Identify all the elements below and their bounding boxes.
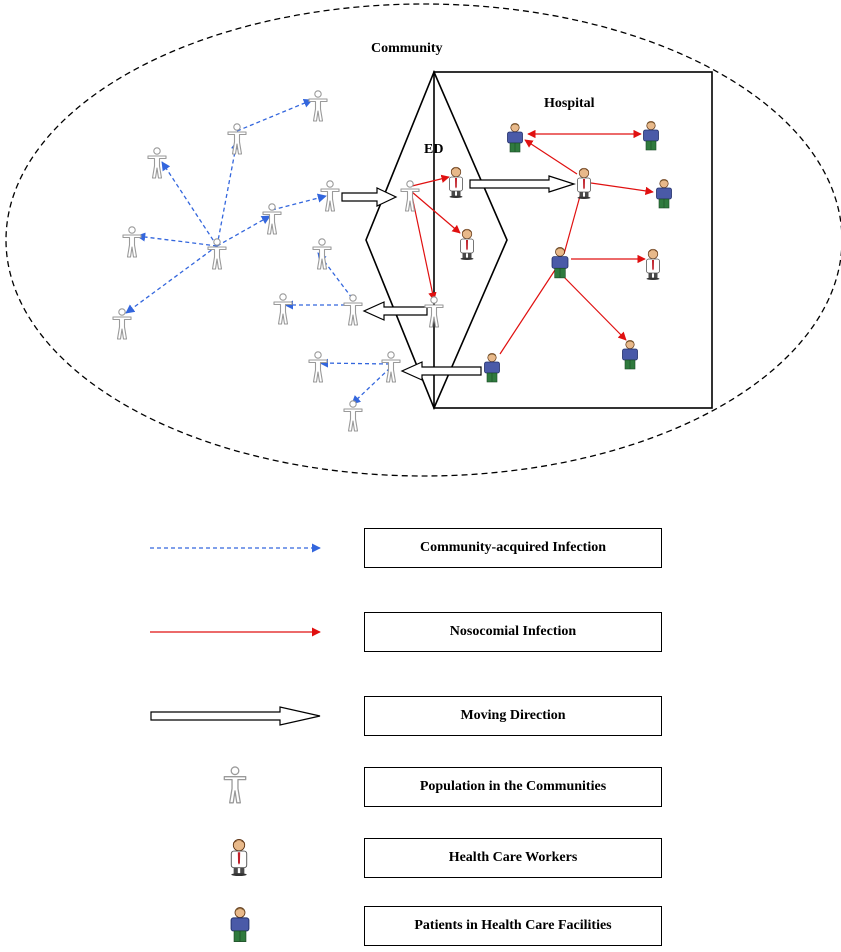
nosocomial-infection-arrow [411, 174, 450, 187]
nosocomial-infection-arrow [411, 195, 437, 301]
patient-icon [656, 178, 672, 209]
nosocomial-infection-arrow [411, 191, 461, 234]
nosocomial-infection-arrow [590, 182, 654, 196]
moving-direction-arrow [400, 361, 482, 381]
legend-label-nosocomial-infection: Nosocomial Infection [364, 612, 662, 652]
legend-symbol-community-infection [150, 543, 321, 553]
community-person-icon [312, 238, 332, 270]
hospital-label: Hospital [544, 96, 595, 111]
health-care-worker-icon [577, 167, 591, 199]
health-care-worker-icon [460, 228, 474, 260]
patient-icon [643, 120, 659, 151]
patient-icon [622, 339, 638, 370]
community-person-icon [320, 180, 340, 212]
community-infection-arrow [161, 161, 218, 247]
ed-label: ED [424, 142, 443, 157]
hospital-boundary [433, 71, 713, 409]
community-person-icon [381, 351, 401, 383]
community-infection-arrow [136, 232, 218, 247]
community-person-icon [227, 123, 247, 155]
moving-direction-arrow [341, 187, 398, 207]
legend-label-moving-direction: Moving Direction [364, 696, 662, 736]
community-people [112, 90, 444, 432]
health-care-worker-icon [449, 166, 463, 198]
legend-label-community-infection: Community-acquired Infection [364, 528, 662, 568]
legend-symbol-moving-direction [150, 706, 321, 726]
nosocomial-infection-arrow [563, 195, 581, 255]
community-infection-arrow [317, 252, 353, 299]
community-person-icon [343, 400, 363, 432]
legend-label-patients: Patients in Health Care Facilities [364, 906, 662, 946]
community-infection-arrow [319, 358, 391, 368]
community-infection-arrows [125, 98, 391, 405]
legend-label-health-care-workers: Health Care Workers [364, 838, 662, 878]
moving-direction-arrow [469, 175, 576, 193]
legend-symbol-nosocomial-infection [150, 627, 321, 637]
nosocomial-infection-arrow [499, 269, 556, 355]
health-care-worker-icon [646, 248, 660, 280]
community-infection-arrow [271, 193, 327, 211]
community-infection-arrow [216, 140, 240, 247]
community-infection-arrow [125, 245, 218, 314]
community-person-icon [343, 294, 363, 326]
health-care-worker-icon [230, 838, 248, 876]
community-person-icon [308, 90, 328, 122]
community-person-icon [223, 766, 247, 804]
community-person-icon [262, 203, 282, 235]
patient-icon [507, 122, 523, 153]
community-person-icon [122, 226, 142, 258]
patient-icon [230, 906, 250, 943]
ed-boundary [365, 69, 508, 411]
nosocomial-infection-arrow [524, 139, 578, 175]
patient-icon [484, 352, 500, 383]
community-person-icon [273, 293, 293, 325]
community-person-icon [308, 351, 328, 383]
community-infection-arrow [351, 367, 391, 405]
patients [484, 120, 672, 383]
moving-direction-arrow [362, 301, 428, 321]
nosocomial-infection-arrows [411, 129, 654, 355]
community-label: Community [371, 41, 443, 56]
community-boundary [5, 3, 841, 477]
legend-label-community-population: Population in the Communities [364, 767, 662, 807]
nosocomial-infection-arrow [560, 273, 627, 341]
community-infection-arrow [216, 215, 271, 247]
moving-direction-arrows [341, 175, 576, 381]
patient-icon [551, 246, 569, 279]
community-person-icon [207, 238, 227, 270]
community-person-icon [112, 308, 132, 340]
community-infection-arrow [236, 98, 313, 132]
